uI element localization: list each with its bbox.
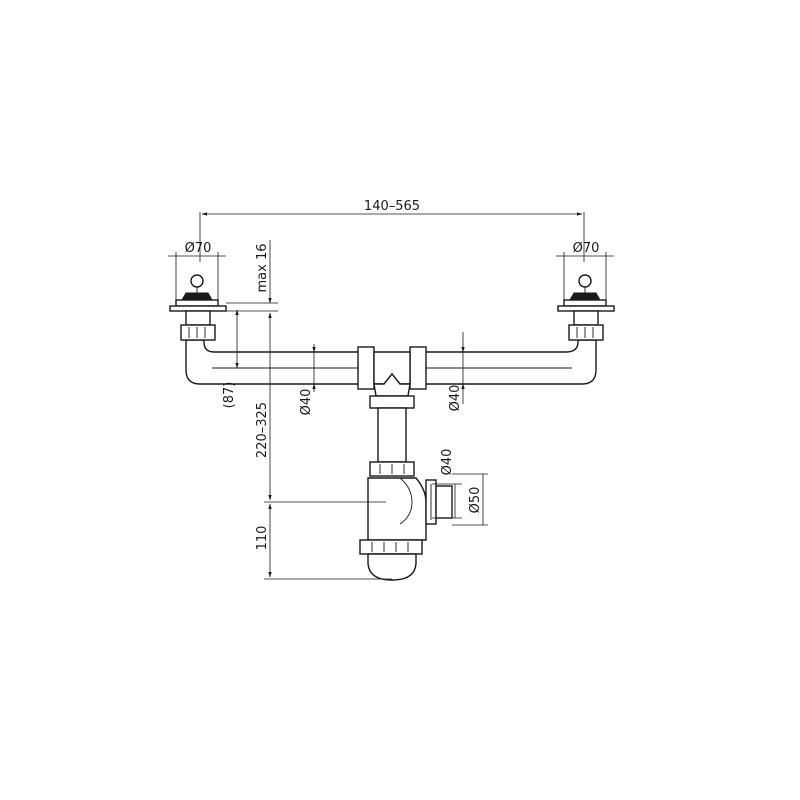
right-outlet-diameter-label: Ø70 — [573, 241, 600, 256]
total-height-label: 220–325 — [255, 402, 270, 458]
left-pipe-diameter-label: Ø40 — [299, 389, 314, 416]
right-pipe-diameter-label: Ø40 — [448, 385, 463, 412]
vertical-tail-pipe — [369, 395, 415, 477]
dimension-lines — [168, 212, 614, 580]
spacing-label: 140–565 — [364, 199, 420, 214]
left-outlet-diameter-label: Ø70 — [185, 241, 212, 256]
side-outlet-diameter-label: Ø50 — [468, 487, 483, 514]
bottle-trap — [359, 477, 453, 581]
side-inlet-diameter-label: Ø40 — [440, 449, 455, 476]
tee-connector — [357, 346, 427, 397]
arm-height-label: (87) — [222, 382, 237, 409]
max-depth-label: max 16 — [255, 244, 270, 293]
horizontal-drain-pipe — [185, 339, 597, 385]
right-strainer — [557, 274, 615, 341]
bottom-height-label: 110 — [255, 526, 270, 551]
left-strainer — [169, 274, 227, 341]
